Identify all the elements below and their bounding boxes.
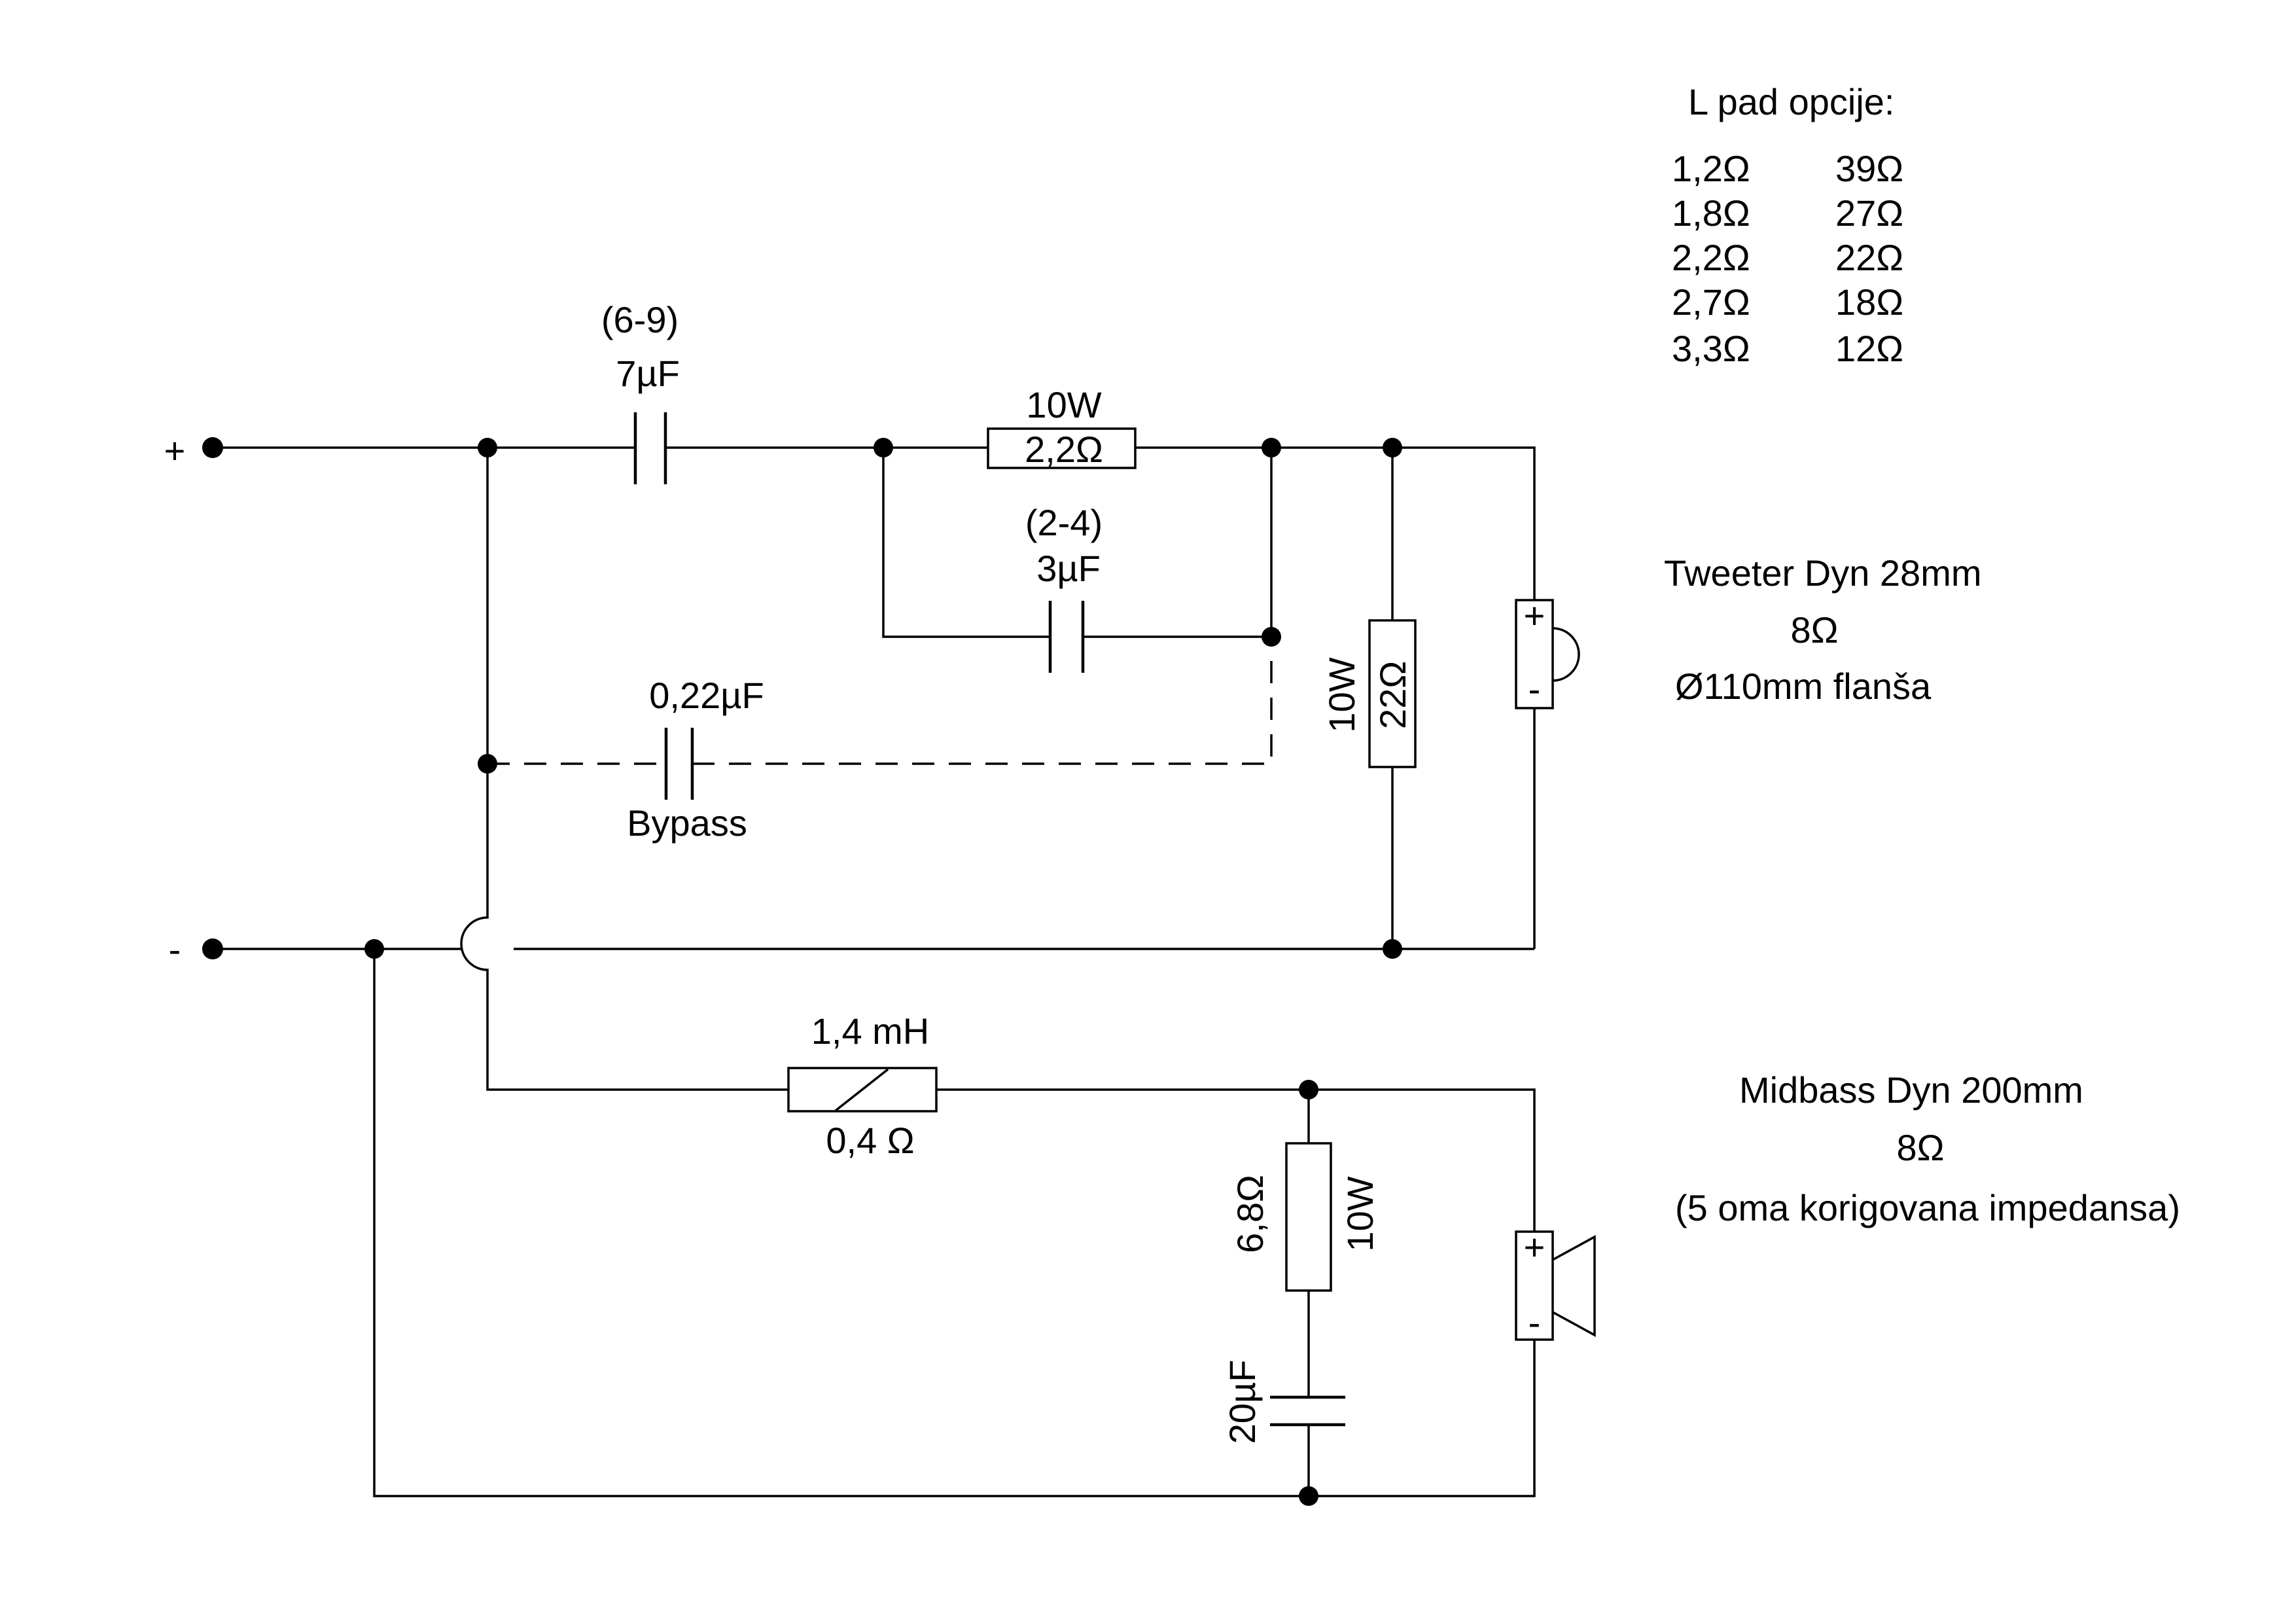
parallel-capacitor-3uF <box>1048 601 1085 673</box>
tweeter-name: Tweeter Dyn 28mm <box>1664 552 1982 594</box>
midbass-speaker-symbol <box>1515 1230 1596 1341</box>
series-resistor-2-2ohm <box>987 427 1137 469</box>
midbass-minus-label: - <box>1528 1302 1541 1343</box>
tweeter-minus-label: - <box>1528 668 1541 709</box>
wire-top-right <box>1135 446 1536 613</box>
wire-midbass-ground <box>373 949 1536 1497</box>
shunt-resistor-power: 10W <box>1321 657 1362 732</box>
series-resistor-value: 2,2Ω <box>1025 429 1103 470</box>
junction-dot <box>1383 438 1402 457</box>
inductor-1-4mH <box>787 1067 938 1113</box>
tweeter-plus-label: + <box>1524 595 1545 636</box>
junction-dot <box>874 438 893 457</box>
shunt-resistor-value: 22Ω <box>1372 661 1413 729</box>
junction-dot <box>1262 438 1281 457</box>
lpad-title: L pad opcije: <box>1688 81 1895 122</box>
wires <box>213 446 1536 1497</box>
lpad-shunt-value: 12Ω <box>1835 328 1903 369</box>
junction-dot <box>478 754 497 774</box>
zobel-cap-value: 20µF <box>1222 1360 1263 1444</box>
lpad-shunt-value: 39Ω <box>1835 148 1903 189</box>
junction-dot <box>1299 1080 1318 1099</box>
midbass-name: Midbass Dyn 200mm <box>1739 1069 2083 1111</box>
series-cap-tolerance: (6-9) <box>601 299 679 340</box>
parallel-cap-value: 3µF <box>1036 548 1101 589</box>
junction-dot <box>1299 1486 1318 1506</box>
series-cap-value: 7µF <box>616 353 680 394</box>
series-capacitor-7uF <box>633 412 667 484</box>
lpad-shunt-value: 18Ω <box>1835 281 1903 323</box>
zobel-resistor-value: 6,8Ω <box>1229 1175 1271 1253</box>
lpad-series-value: 2,2Ω <box>1672 237 1750 278</box>
wire-inductor-out <box>936 1088 1536 1232</box>
terminal-plus-dot <box>202 437 223 458</box>
wire-left-vertical <box>460 448 788 1091</box>
junction-dot <box>1383 939 1402 959</box>
zobel-resistor-power: 10W <box>1339 1176 1381 1251</box>
wire-bypass-dashed-right <box>692 637 1273 765</box>
inductor-resistance: 0,4 Ω <box>826 1120 914 1161</box>
lpad-table: 1,2Ω 39Ω 1,8Ω 27Ω 2,2Ω 22Ω 2,7Ω 18Ω 3,3Ω… <box>1672 148 1903 369</box>
zobel-resistor-6-8ohm <box>1285 1142 1332 1292</box>
lpad-series-value: 1,8Ω <box>1672 192 1750 234</box>
inductor-value: 1,4 mH <box>811 1010 930 1052</box>
zobel-capacitor-20uF <box>1270 1395 1345 1427</box>
lpad-series-value: 2,7Ω <box>1672 281 1750 323</box>
wire-parallel-return <box>1083 448 1273 638</box>
tweeter-impedance: 8Ω <box>1790 609 1838 651</box>
tweeter-symbol <box>1515 599 1580 709</box>
series-resistor-power: 10W <box>1026 384 1101 425</box>
junction-dot <box>1262 627 1281 647</box>
midbass-plus-label: + <box>1524 1226 1545 1268</box>
lpad-shunt-value: 27Ω <box>1835 192 1903 234</box>
midbass-impedance: 8Ω <box>1896 1127 1944 1168</box>
bypass-capacitor-0-22uF <box>664 728 694 800</box>
wire-parallel-loop <box>882 448 1050 638</box>
terminal-plus-label: + <box>164 430 186 471</box>
lpad-shunt-value: 22Ω <box>1835 237 1903 278</box>
midbass-note: (5 oma korigovana impedansa) <box>1675 1187 2180 1228</box>
junction-dot <box>364 939 384 959</box>
lpad-series-value: 3,3Ω <box>1672 328 1750 369</box>
junction-dot <box>478 438 497 457</box>
junction-dots <box>202 437 1402 1506</box>
tweeter-flange: Ø110mm flanša <box>1675 666 1932 707</box>
bypass-cap-value: 0,22µF <box>649 675 764 716</box>
bypass-label: Bypass <box>627 802 747 844</box>
shunt-resistor-22ohm <box>1368 619 1417 768</box>
lpad-series-value: 1,2Ω <box>1672 148 1750 189</box>
parallel-cap-tolerance: (2-4) <box>1025 502 1103 543</box>
terminal-minus-label: - <box>169 929 181 970</box>
terminal-minus-dot <box>202 938 223 959</box>
